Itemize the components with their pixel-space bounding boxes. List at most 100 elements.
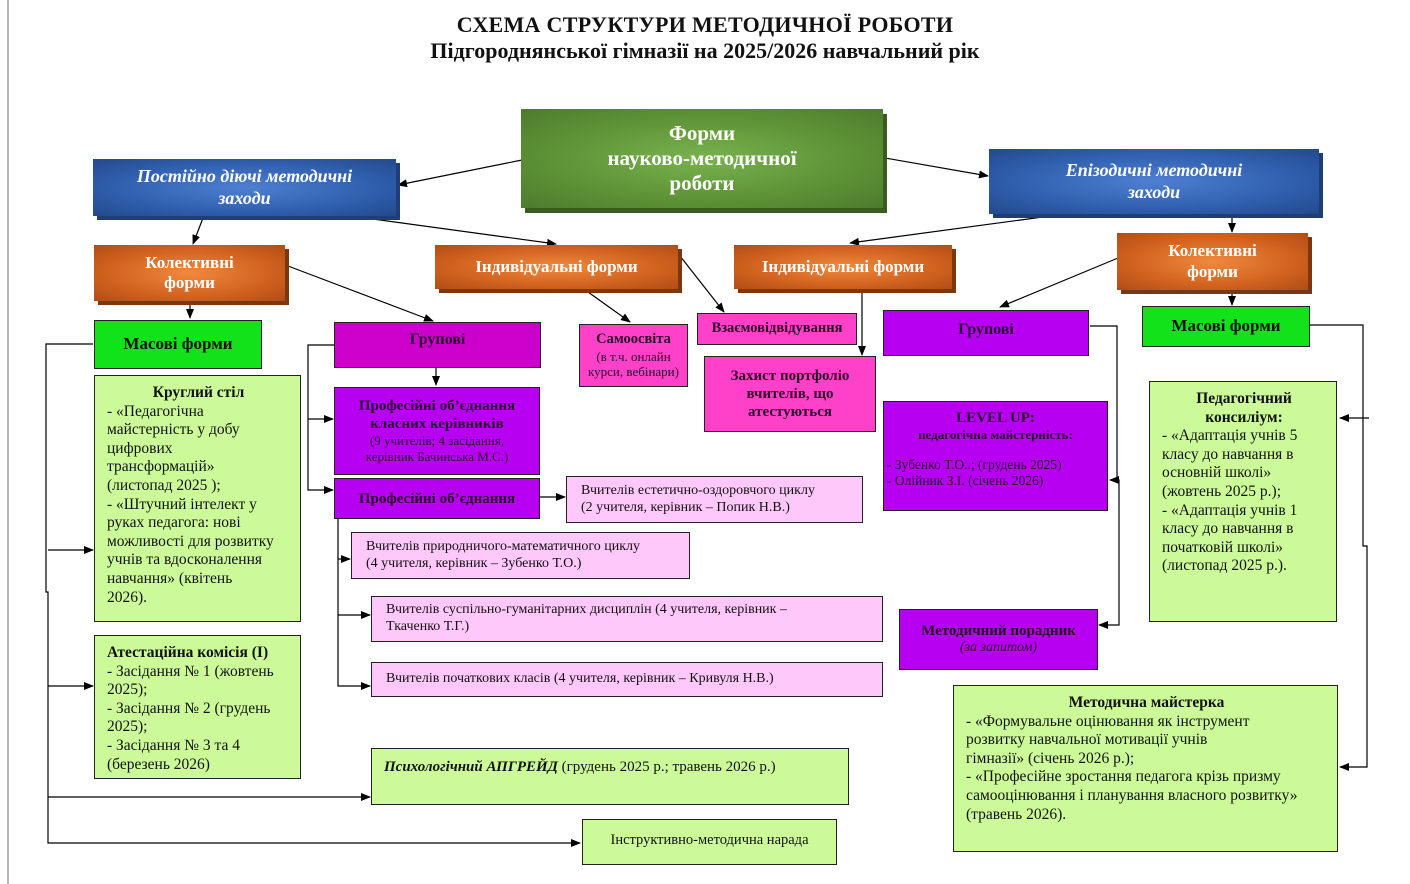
self-education-sub-1: (в т.ч. онлайн	[596, 348, 671, 364]
arrow-perm-collective	[192, 217, 204, 245]
consilium-line: - «Адаптація учнів 1	[1162, 501, 1298, 519]
round-table-line: цифрових	[107, 439, 173, 457]
left-collective-forms: Колективні форми	[94, 245, 285, 301]
episodic-line-1: Епізодичні методичні	[1065, 159, 1243, 180]
attestation-line: - Засідання № 2 (грудень	[107, 699, 271, 717]
union-science-line-1: Вчителів природничого-математичного цикл…	[366, 538, 640, 554]
arrow-ind-mutual	[679, 255, 725, 313]
round-table-line: можливості для розвитку	[107, 532, 274, 550]
consilium-title-2: консиліум:	[1205, 408, 1283, 426]
psych-upgrade-box: Психологічний АПГРЕЙД (грудень 2025 р.; …	[371, 748, 849, 805]
consilium-line: (жовтень 2025 р.);	[1162, 482, 1282, 500]
left-collective-line-1: Колективні	[145, 252, 234, 272]
union-science: Вчителів природничого-математичного цикл…	[351, 532, 690, 579]
workshop-line: розвитку навчальної мотивації учнів	[966, 731, 1208, 749]
advisor-subtitle: (за запитом)	[959, 640, 1038, 656]
workshop-line: гімназії» (січень 2026 р.);	[966, 749, 1135, 767]
arrow-root-episodic	[884, 157, 989, 179]
round-table-line: майстерність у добу	[107, 421, 240, 439]
round-table-line: навчання» (квітень	[107, 569, 233, 587]
professional-unions: Професійні об’єднання	[334, 478, 540, 519]
union-primary-line-1: Вчителів початкових класів (4 учителя, к…	[386, 671, 774, 687]
level-up-line: - Олійник З.І. (січень 2026)	[887, 472, 1044, 488]
methodical-workshop-box: Методична майстерка - «Формувальне оціню…	[953, 685, 1338, 852]
round-table-line: учнів та вдосконалення	[107, 551, 263, 569]
self-education-box: Самоосвіта (в т.ч. онлайн курси, вебінар…	[579, 324, 688, 387]
attestation-line: 2025);	[107, 681, 148, 699]
self-education-title: Самоосвіта	[596, 331, 671, 348]
diagram-title: СХЕМА СТРУКТУРИ МЕТОДИЧНОЇ РОБОТИ	[456, 12, 954, 37]
level-up-title: LEVEL UP:	[956, 410, 1035, 426]
right-collective-line-2: форми	[1187, 261, 1238, 281]
class-teachers-line-1: Професійні об’єднання	[358, 398, 516, 415]
workshop-line: (травень 2026).	[966, 805, 1067, 823]
root-line-2: науково-методичної	[607, 145, 797, 170]
round-table-line: - «Педагогічна	[107, 402, 204, 420]
level-up-box: LEVEL UP: педагогічна майстерність: - Зу…	[883, 401, 1108, 511]
class-teachers-sub-2: керівник Бачинська М.С.)	[365, 449, 509, 464]
consilium-line: основній школі»	[1162, 464, 1272, 482]
class-teachers-union: Професійні об’єднання класних керівників…	[334, 387, 540, 475]
right-mass-forms: Масові форми	[1142, 306, 1310, 347]
workshop-line: самооцінювання і планування власного роз…	[966, 786, 1298, 804]
class-teachers-line-2: класних керівників	[370, 416, 504, 433]
union-aesthetic: Вчителів естетично-оздоровчого циклу (2 …	[566, 476, 863, 523]
attestation-commission-box: Атестаційна комісія (І) - Засідання № 1 …	[94, 635, 301, 779]
round-table-title: Круглий стіл	[152, 384, 245, 401]
portfolio-defense-box: Захист портфоліо вчителів, що атестуютьс…	[704, 356, 876, 432]
arrow-perm-individual	[335, 213, 557, 247]
round-table-line: 2026).	[107, 588, 148, 606]
root-node: Форми науково-методичної роботи	[521, 109, 883, 208]
root-line-3: роботи	[669, 171, 735, 196]
portfolio-line-1: Захист портфоліо	[730, 368, 850, 384]
page-edge	[7, 0, 9, 884]
consilium-title-1: Педагогічний	[1196, 390, 1292, 407]
round-table-line: трансформацій»	[107, 458, 215, 476]
psych-upgrade-dates: (грудень 2025 р.; травень 2026 р.)	[557, 759, 776, 775]
mutual-visits-box: Взаємовідвідування	[697, 313, 857, 345]
consilium-line: (листопад 2025 р.).	[1162, 557, 1287, 575]
attestation-line: - Засідання № 3 та 4	[107, 736, 240, 754]
union-aesthetic-line-2: (2 учителя, керівник – Попик Н.В.)	[581, 499, 790, 515]
union-aesthetic-line-1: Вчителів естетично-оздоровчого циклу	[581, 482, 815, 498]
diagram-subtitle: Підгороднянської гімназії на 2025/2026 н…	[430, 38, 980, 63]
group-bracket	[307, 344, 334, 494]
union-science-line-2: (4 учителя, керівник – Зубенко Т.О.)	[366, 555, 582, 571]
arrow-root-permanent	[397, 159, 523, 188]
left-group-forms: Групові	[334, 322, 541, 368]
rmass-bracket	[1310, 324, 1368, 771]
episodic-line-2: заходи	[1127, 181, 1181, 202]
episodic-measures-node: Епізодичні методичні заходи	[989, 149, 1319, 214]
union-humanities-line-1: Вчителів суспільно-гуманітарних дисциплі…	[386, 602, 787, 618]
methodical-advisor-box: Методичний порадник (за запитом)	[899, 609, 1098, 670]
permanent-line-2: заходи	[218, 187, 271, 208]
consilium-line: - «Адаптація учнів 5	[1162, 427, 1298, 445]
round-table-box: Круглий стіл - «Педагогічна майстерність…	[94, 375, 301, 622]
right-collective-forms: Колективні форми	[1117, 233, 1308, 290]
permanent-measures-node: Постійно діючі методичні заходи	[93, 159, 396, 216]
portfolio-line-2: вчителів, що	[746, 386, 834, 402]
consilium-line: класу до навчання в	[1162, 520, 1294, 538]
union-primary: Вчителів початкових класів (4 учителя, к…	[371, 662, 883, 697]
arrow-coll-group	[287, 265, 434, 322]
left-collective-line-2: форми	[164, 273, 215, 292]
permanent-line-1: Постійно діючі методичні	[136, 165, 353, 186]
round-table-line: (листопад 2025 );	[107, 476, 221, 494]
union-humanities: Вчителів суспільно-гуманітарних дисциплі…	[371, 596, 883, 642]
unions-bracket	[337, 519, 371, 690]
arrow-epis-individual	[849, 215, 1051, 246]
consilium-line: початковій школі»	[1162, 538, 1283, 556]
right-collective-line-1: Колективні	[1168, 241, 1257, 261]
consilium-line: класу до навчання в	[1162, 445, 1294, 463]
psych-upgrade-title: Психологічний АПГРЕЙД	[384, 759, 558, 775]
level-up-line: - Зубенко Т.О..; (грудень 2025)	[887, 456, 1062, 472]
self-education-sub-2: курси, вебінари)	[588, 364, 679, 380]
attestation-line: (березень 2026)	[107, 755, 210, 773]
workshop-line: - «Професійне зростання педагога крізь п…	[966, 768, 1281, 786]
portfolio-line-3: атестуються	[748, 404, 832, 420]
arrow-rcoll-group	[999, 257, 1119, 308]
round-table-line: руках педагога: нові	[107, 514, 241, 532]
advisor-title: Методичний порадник	[921, 623, 1076, 640]
root-line-1: Форми	[668, 120, 736, 145]
